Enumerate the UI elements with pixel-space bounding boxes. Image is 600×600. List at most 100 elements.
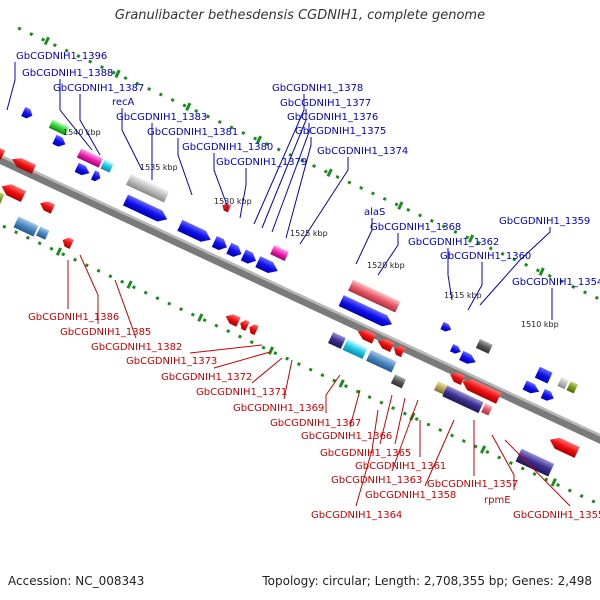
gene-label-recA[interactable]: recA: [112, 97, 135, 108]
reverse-tick: [450, 433, 455, 438]
gene-label-1382[interactable]: GbCGDNIH1_1382: [91, 342, 182, 353]
reverse-tick: [190, 312, 195, 317]
gene-label-1385[interactable]: GbCGDNIH1_1385: [60, 327, 151, 338]
reverse-tick: [532, 472, 537, 476]
gene-label-1367[interactable]: GbCGDNIH1_1367: [270, 418, 361, 429]
reverse-tick: [96, 268, 101, 273]
gene-label-1373[interactable]: GbCGDNIH1_1373: [126, 356, 217, 367]
scale-tick: [559, 279, 564, 284]
gene-fwd: [122, 194, 168, 222]
reverse-major-tick: [126, 280, 133, 289]
accession-text: Accession: NC_008343: [8, 574, 145, 588]
forward-gene-labels: GbCGDNIH1_1396 GbCGDNIH1_1388 GbCGDNIH1_…: [16, 51, 600, 288]
scale-tick: [253, 136, 258, 141]
gene-navy: [442, 385, 484, 414]
scale-major-tick: [43, 36, 50, 46]
gene-label-1386[interactable]: GbCGDNIH1_1386: [28, 312, 119, 323]
gene-steel: [13, 216, 39, 237]
gene-label-1378[interactable]: GbCGDNIH1_1378: [272, 83, 363, 94]
reverse-tick: [391, 406, 396, 411]
reverse-tick: [556, 483, 561, 487]
gene-label-1379[interactable]: GbCGDNIH1_1379: [216, 157, 307, 168]
gene-label-1371[interactable]: GbCGDNIH1_1371: [196, 387, 287, 398]
gene-label-1363[interactable]: GbCGDNIH1_1363: [331, 475, 422, 486]
reverse-tick: [37, 241, 42, 246]
gene-label-1362[interactable]: GbCGDNIH1_1362: [408, 237, 499, 248]
scale-tick: [583, 290, 588, 295]
gene-fwd: [240, 249, 257, 264]
ruler-label-1525: 1525 kbp: [290, 229, 328, 238]
reverse-tick: [402, 411, 407, 416]
scale-tick: [323, 169, 328, 174]
gene-fwd: [211, 235, 228, 251]
gene-label-1365[interactable]: GbCGDNIH1_1365: [320, 448, 411, 459]
gene-label-1388[interactable]: GbCGDNIH1_1388: [22, 68, 113, 79]
ruler-label-1515: 1515 kbp: [444, 291, 482, 300]
gene-label-1361[interactable]: GbCGDNIH1_1361: [355, 461, 446, 472]
gene-label-1374[interactable]: GbCGDNIH1_1374: [317, 146, 408, 157]
gene-olive: [566, 381, 578, 394]
reverse-tick: [296, 362, 301, 367]
gene-label-rpmE[interactable]: rpmE: [484, 495, 511, 506]
gene-label-1377[interactable]: GbCGDNIH1_1377: [280, 98, 371, 109]
gene-green: [48, 119, 69, 136]
gene-label-1360[interactable]: GbCGDNIH1_1360: [440, 251, 531, 262]
gene-fwd: [449, 344, 461, 354]
gene-label-1380[interactable]: GbCGDNIH1_1380: [182, 142, 273, 153]
gene-label-alaS[interactable]: alaS: [364, 207, 385, 218]
reverse-tick: [461, 439, 466, 444]
scale-tick: [406, 207, 411, 212]
scale-major-tick: [185, 102, 192, 112]
gene-label-1354[interactable]: GbCGDNIH1_1354: [512, 277, 600, 288]
gene-label-1364[interactable]: GbCGDNIH1_1364: [311, 510, 402, 521]
gene-grey: [557, 376, 569, 390]
reverse-leader-lines: [67, 254, 571, 507]
gene-label-1368[interactable]: GbCGDNIH1_1368: [370, 222, 461, 233]
scale-tick: [217, 120, 222, 125]
reverse-tick: [202, 318, 207, 323]
gene-label-1396[interactable]: GbCGDNIH1_1396: [16, 51, 107, 62]
scale-major-tick: [538, 267, 545, 276]
scale-tick: [52, 43, 57, 48]
scale-tick: [500, 251, 505, 256]
reverse-tick: [108, 274, 113, 279]
scale-tick: [359, 185, 364, 190]
gene-rev: [62, 237, 74, 249]
scale-tick: [206, 114, 210, 119]
gene-label-1383[interactable]: GbCGDNIH1_1383: [116, 112, 207, 123]
gene-steel: [366, 349, 397, 373]
reverse-tick: [591, 499, 596, 504]
gene-label-1376[interactable]: GbCGDNIH1_1376: [287, 112, 378, 123]
gene-label-1355[interactable]: GbCGDNIH1_1355: [513, 510, 600, 521]
reverse-tick: [426, 422, 431, 427]
reverse-tick: [249, 340, 254, 345]
scale-tick: [453, 229, 458, 234]
gene-label-1358[interactable]: GbCGDNIH1_1358: [365, 490, 456, 501]
gene-label-1359[interactable]: GbCGDNIH1_1359: [499, 216, 590, 227]
scale-tick: [170, 98, 175, 103]
reverse-tick: [379, 400, 384, 405]
gene-label-1375[interactable]: GbCGDNIH1_1375: [295, 126, 386, 137]
topology-text: Topology: circular; Length: 2,708,355 bp…: [262, 574, 592, 588]
reverse-tick: [214, 323, 219, 328]
scale-tick: [418, 213, 423, 218]
gene-label-1387[interactable]: GbCGDNIH1_1387: [53, 83, 144, 94]
gene-rev: [249, 324, 259, 336]
reverse-tick: [84, 263, 89, 268]
scale-major-tick: [467, 234, 475, 243]
reverse-tick: [344, 384, 348, 389]
gene-cyan: [100, 159, 114, 173]
scale-major-tick: [397, 201, 404, 210]
gene-label-1369[interactable]: GbCGDNIH1_1369: [233, 403, 324, 414]
gene-label-1366[interactable]: GbCGDNIH1_1366: [301, 431, 392, 442]
scale-tick: [241, 131, 246, 135]
gene-fwd: [522, 380, 540, 394]
reverse-tick: [167, 301, 172, 306]
gene-steel: [36, 226, 50, 240]
gene-label-1372[interactable]: GbCGDNIH1_1372: [161, 372, 252, 383]
scale-labels: 1540 kbp 1535 kbp 1530 kbp 1525 kbp 1520…: [63, 128, 559, 329]
gene-label-1381[interactable]: GbCGDNIH1_1381: [147, 127, 238, 138]
gene-label-1357[interactable]: GbCGDNIH1_1357: [427, 479, 518, 490]
reverse-tick: [131, 285, 136, 290]
